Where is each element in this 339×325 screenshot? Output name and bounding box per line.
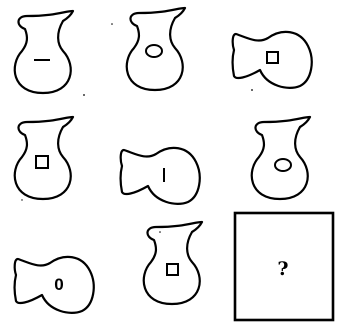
jug-cell-1 xyxy=(15,11,73,93)
jug-cell-8 xyxy=(144,222,202,304)
print-speckles xyxy=(21,23,253,233)
question-mark: ? xyxy=(277,258,288,280)
oval-mark xyxy=(275,159,291,171)
jug-cell-5 xyxy=(121,148,200,204)
square-mark xyxy=(267,52,278,63)
jug-cell-2 xyxy=(127,8,185,90)
zero-mark: 0 xyxy=(54,275,63,294)
jug-cell-6 xyxy=(252,117,310,199)
square-mark xyxy=(167,264,178,275)
jug-cell-3 xyxy=(233,32,312,88)
oval-mark xyxy=(146,45,162,57)
answer-box[interactable]: ? xyxy=(235,213,333,320)
jug-cell-4 xyxy=(15,117,73,199)
square-mark xyxy=(36,156,48,168)
jug-cell-7: 0 xyxy=(15,257,94,313)
